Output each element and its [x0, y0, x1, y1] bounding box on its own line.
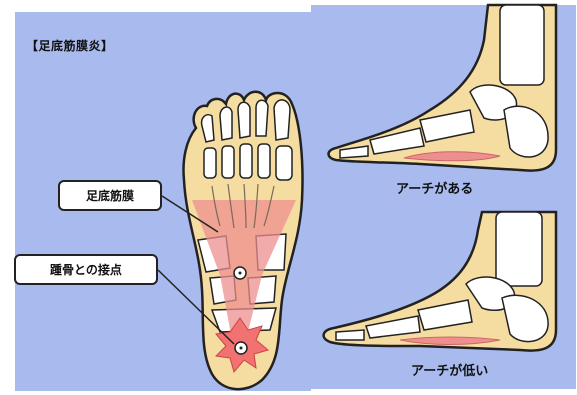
heel-contact-label: 踵骨との接点 — [14, 254, 158, 285]
high-arch-caption: アーチがある — [396, 178, 473, 197]
sole-foot-illustration — [158, 92, 303, 389]
low-arch-caption: アーチが低い — [411, 360, 488, 379]
high-arch-bones — [340, 5, 548, 158]
plantar-fascia-label: 足底筋膜 — [58, 180, 162, 211]
low-arch-foot-illustration — [324, 212, 556, 351]
high-arch-foot-illustration — [329, 5, 557, 171]
